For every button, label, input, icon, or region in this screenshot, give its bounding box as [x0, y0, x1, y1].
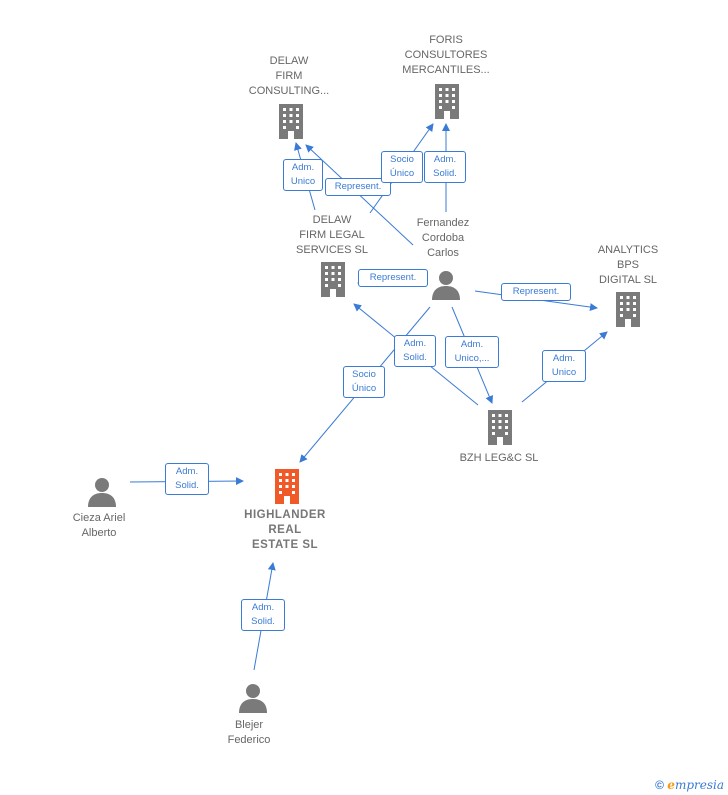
- node-label-cieza: Cieza Ariel Alberto: [72, 512, 126, 539]
- edge-label-adm-solid[interactable]: Adm. Solid.: [394, 335, 436, 367]
- edge-label-represent[interactable]: Represent.: [325, 178, 391, 196]
- edge-label-adm-unico[interactable]: Adm. Unico: [283, 159, 323, 191]
- person-icon: [432, 271, 460, 300]
- building-icon: [488, 410, 512, 445]
- building-icon: [321, 262, 345, 297]
- building-icon: [435, 84, 459, 119]
- node-label-delaw-consulting: DELAW FIRM CONSULTING...: [248, 55, 330, 97]
- node-label-delaw-legal: DELAW FIRM LEGAL SERVICES SL: [296, 214, 368, 256]
- edge-label-socio-unico[interactable]: Socio Único: [343, 366, 385, 398]
- edge-label-socio-unico[interactable]: Socio Único: [381, 151, 423, 183]
- copyright-icon: ©: [655, 778, 664, 792]
- edge-label-represent[interactable]: Represent.: [358, 269, 428, 287]
- edge-label-adm-unico[interactable]: Adm. Unico: [542, 350, 586, 382]
- node-label-highlander: HIGHLANDER REAL ESTATE SL: [244, 509, 326, 551]
- node-label-fernandez: Fernandez Cordoba Carlos: [416, 217, 470, 259]
- building-icon-main: [275, 469, 299, 504]
- building-icon: [279, 104, 303, 139]
- brand-footer: © empresia: [655, 778, 724, 792]
- edge-label-adm-solid[interactable]: Adm. Solid.: [241, 599, 285, 631]
- edge-label-adm-solid[interactable]: Adm. Solid.: [424, 151, 466, 183]
- node-label-analytics: ANALYTICS BPS DIGITAL SL: [597, 244, 659, 286]
- node-label-bzh: BZH LEG&C SL: [459, 452, 539, 464]
- node-label-foris: FORIS CONSULTORES MERCANTILES...: [402, 34, 490, 76]
- edge-label-represent[interactable]: Represent.: [501, 283, 571, 301]
- edge-label-adm-solid[interactable]: Adm. Solid.: [165, 463, 209, 495]
- node-label-blejer: Blejer Federico: [227, 719, 271, 746]
- person-icon: [88, 478, 116, 507]
- edge-label-adm-unico[interactable]: Adm. Unico,...: [445, 336, 499, 368]
- brand-logo: empresia: [667, 778, 724, 792]
- person-icon: [239, 684, 267, 713]
- building-icon: [616, 292, 640, 327]
